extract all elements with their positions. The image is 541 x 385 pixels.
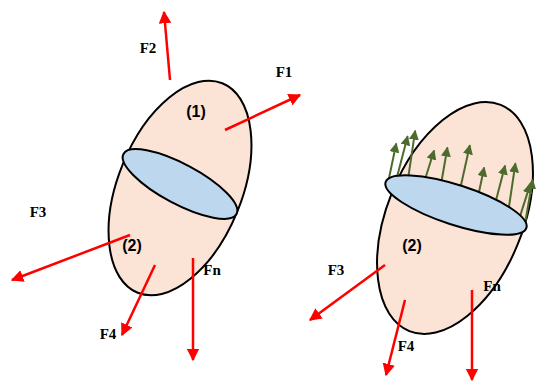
force-label: F3 bbox=[30, 205, 47, 220]
force-arrows bbox=[12, 12, 300, 360]
force-label: F4 bbox=[100, 327, 117, 342]
body-outline bbox=[346, 79, 541, 356]
cut-plane bbox=[379, 163, 532, 247]
force-label: F4 bbox=[398, 339, 415, 354]
force-label: F3 bbox=[328, 263, 345, 278]
body-outline bbox=[80, 60, 280, 316]
part-number: (2) bbox=[402, 238, 422, 254]
force-label: Fn bbox=[203, 263, 221, 278]
part-number: (1) bbox=[186, 104, 206, 120]
cut-plane bbox=[114, 136, 246, 231]
force-label: F2 bbox=[140, 41, 157, 56]
force-arrows bbox=[310, 265, 472, 380]
force-label: F1 bbox=[276, 65, 293, 80]
part-number: (2) bbox=[122, 238, 142, 254]
force-label: Fn bbox=[483, 279, 501, 294]
